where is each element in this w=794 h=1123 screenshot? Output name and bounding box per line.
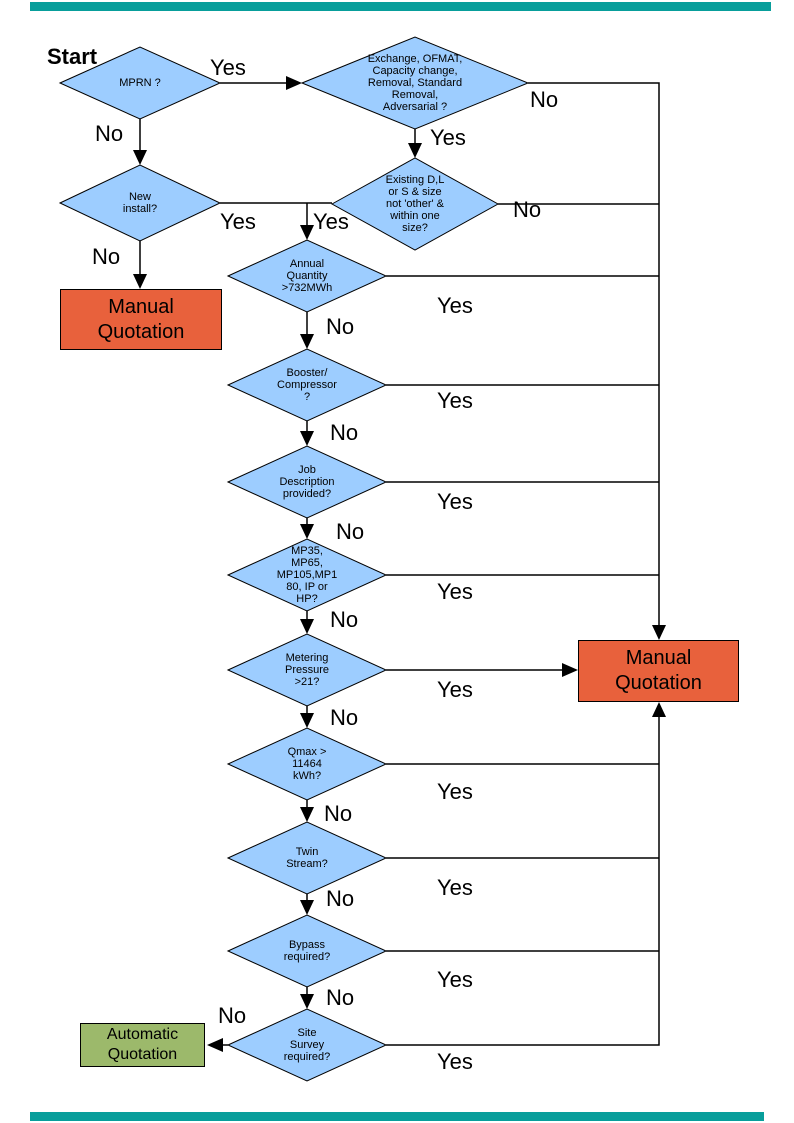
edge-label-mp-no: No — [330, 607, 359, 632]
edge-label-mprn-no: No — [95, 121, 124, 146]
node-exchange-shape — [300, 36, 530, 130]
edge-label-new-install-yes: Yes — [220, 209, 256, 234]
edge-label-new-install-no: No — [92, 244, 121, 269]
node-mp-pressure-tier-shape — [226, 538, 388, 612]
top-accent-bar — [30, 2, 771, 11]
node-annual-quantity-shape — [226, 239, 388, 313]
arrowhead — [207, 1038, 223, 1052]
arrowhead — [300, 524, 314, 539]
arrowhead — [133, 150, 147, 165]
edge-label-metering-no: No — [330, 705, 359, 730]
edge-label-twin-yes: Yes — [437, 875, 473, 900]
edge-label-existing-no: No — [513, 197, 542, 222]
edge-label-metering-yes: Yes — [437, 677, 473, 702]
manual-quotation-box-right: Manual Quotation — [578, 640, 739, 702]
arrowhead — [652, 625, 666, 640]
node-twin-stream-shape — [226, 821, 388, 895]
arrowhead — [300, 713, 314, 728]
edge-label-annual-no: No — [326, 314, 355, 339]
edge-label-qmax-no: No — [324, 801, 353, 826]
arrowhead — [562, 663, 578, 677]
edge-label-existing-yes: Yes — [313, 209, 349, 234]
arrowhead — [300, 900, 314, 915]
edge-label-mp-yes: Yes — [437, 579, 473, 604]
arrowhead — [300, 431, 314, 446]
edge-label-booster-yes: Yes — [437, 388, 473, 413]
arrowhead — [300, 994, 314, 1009]
edge-site-yes-trunk — [386, 715, 660, 1046]
edge-label-job-yes: Yes — [437, 489, 473, 514]
arrowhead — [133, 274, 147, 289]
arrowhead — [300, 225, 314, 240]
arrowhead — [408, 143, 422, 158]
arrowhead — [300, 619, 314, 634]
edge-label-mprn-yes: Yes — [210, 55, 246, 80]
arrowhead — [652, 702, 666, 717]
edge-label-site-yes: Yes — [437, 1049, 473, 1074]
edge-label-bypass-no: No — [326, 985, 355, 1010]
node-metering-pressure-shape — [226, 633, 388, 707]
edge-label-job-no: No — [336, 519, 365, 544]
manual-quotation-box-left: Manual Quotation — [60, 289, 222, 350]
node-job-description-shape — [226, 445, 388, 519]
edge-exchange-no-trunk — [528, 82, 660, 627]
edge-label-exchange-no: No — [530, 87, 559, 112]
arrowhead — [286, 76, 302, 90]
edge-label-annual-yes: Yes — [437, 293, 473, 318]
arrowhead — [300, 334, 314, 349]
arrowhead — [300, 807, 314, 822]
node-bypass-shape — [226, 914, 388, 988]
node-mprn-shape — [58, 46, 222, 120]
edge-label-twin-no: No — [326, 886, 355, 911]
bottom-accent-bar — [30, 1112, 764, 1121]
node-existing-shape — [330, 157, 500, 251]
node-qmax-shape — [226, 727, 388, 801]
node-new-install-shape — [58, 164, 222, 242]
node-site-survey-shape — [226, 1008, 388, 1082]
edge-label-booster-no: No — [330, 420, 359, 445]
edge-label-qmax-yes: Yes — [437, 779, 473, 804]
edge-label-exchange-yes: Yes — [430, 125, 466, 150]
node-booster-shape — [226, 348, 388, 422]
edge-label-bypass-yes: Yes — [437, 967, 473, 992]
edge-label-site-no: No — [218, 1003, 247, 1028]
start-label: Start — [47, 44, 98, 69]
automatic-quotation-box: Automatic Quotation — [80, 1023, 205, 1067]
